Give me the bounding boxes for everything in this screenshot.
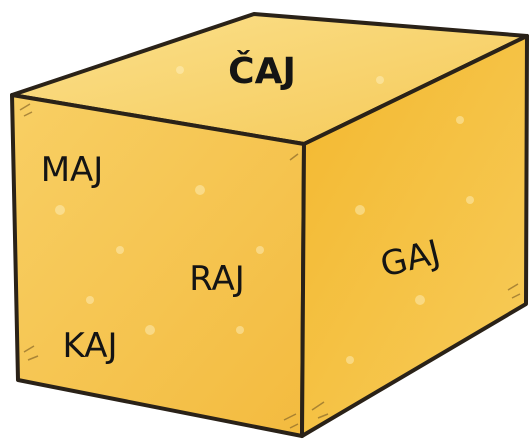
front-word-maj: MAJ [41,150,104,190]
front-word-raj: RAJ [189,259,245,299]
cube-front-face [10,93,306,438]
corner-scribbles [19,103,521,429]
sparkle-dots [55,66,474,364]
top-word: ČAJ [228,50,296,92]
front-word-kaj: KAJ [63,326,118,366]
cube-side-face [300,34,529,438]
